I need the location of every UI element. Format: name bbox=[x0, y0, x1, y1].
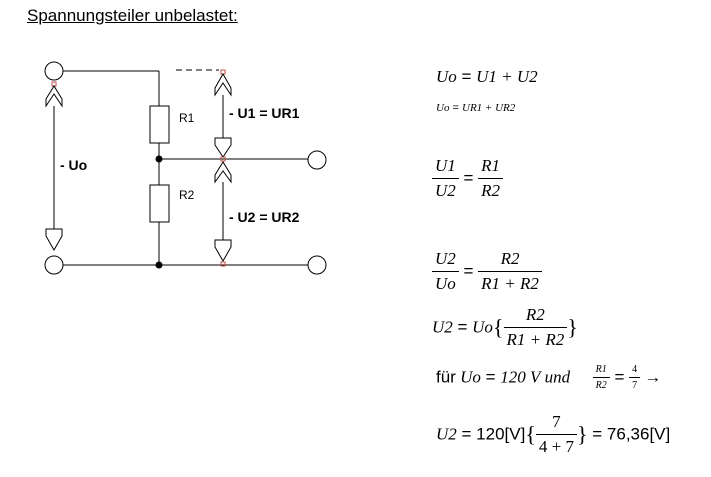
formula-1: Uo = U1 + U2 bbox=[436, 67, 538, 86]
arrow-u2-bottom bbox=[214, 239, 232, 263]
resistor-r2 bbox=[149, 184, 170, 223]
arrow-u1-top bbox=[214, 72, 232, 97]
terminal-bottom-right bbox=[307, 255, 327, 275]
page-title: Spannungsteiler unbelastet: bbox=[27, 6, 238, 25]
arrow-u2-top bbox=[214, 161, 232, 184]
arrow-u1-bottom bbox=[214, 137, 232, 158]
formula-2: Uo = UR1 + UR2 bbox=[436, 102, 516, 114]
arrow-uo-bottom bbox=[45, 228, 63, 252]
terminal-bottom-left bbox=[44, 255, 64, 275]
label-u2: - U2 = UR2 bbox=[229, 209, 300, 225]
marker-mid bbox=[220, 156, 226, 162]
label-uo: - Uo bbox=[60, 157, 87, 173]
marker-u2-bottom bbox=[220, 261, 226, 267]
label-r1: R1 bbox=[179, 111, 195, 125]
label-u1: - U1 = UR1 bbox=[229, 105, 300, 121]
resistor-r1 bbox=[149, 105, 170, 144]
label-r2: R2 bbox=[179, 188, 195, 202]
terminal-top-left bbox=[44, 61, 64, 81]
arrow-uo-top bbox=[45, 85, 63, 108]
terminal-mid-right bbox=[307, 150, 327, 170]
